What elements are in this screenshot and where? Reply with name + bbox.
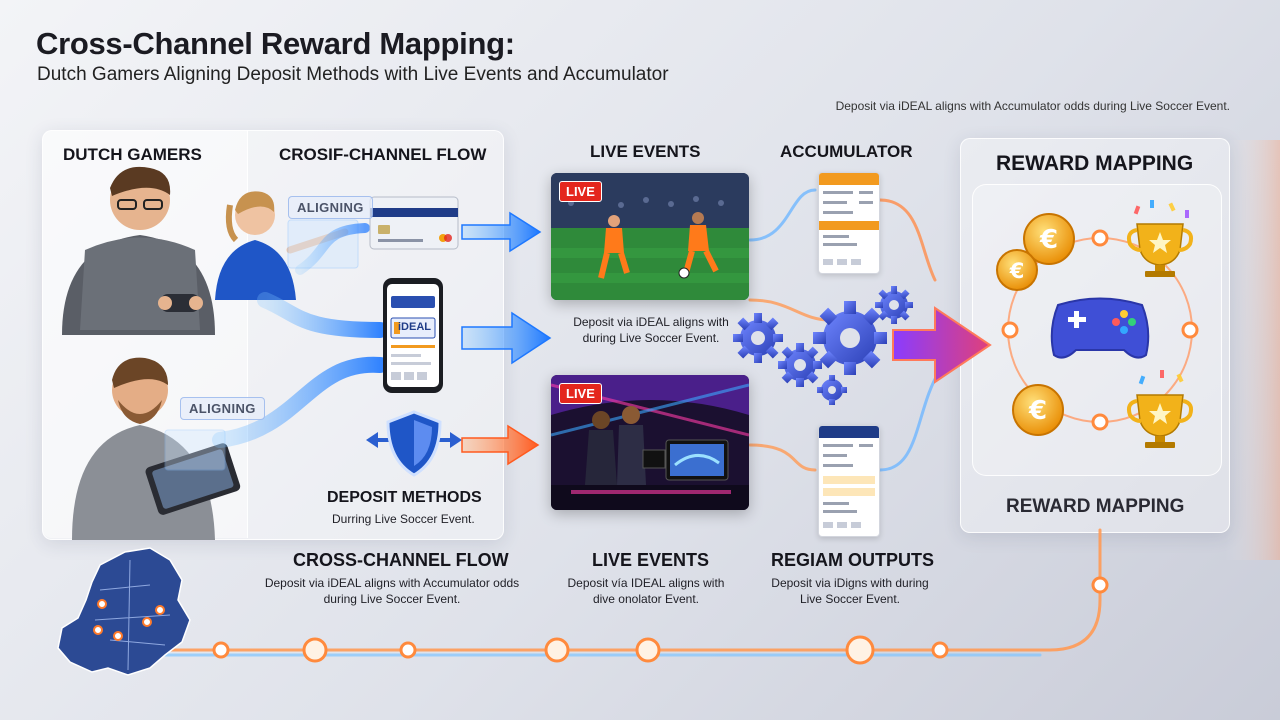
credit-card-icon (369, 196, 459, 250)
live-badge-2: LIVE (559, 383, 602, 404)
deposit-caption: Durring Live Soccer Event. (332, 512, 475, 526)
gear-icon (733, 286, 913, 405)
svg-text:€: € (1028, 396, 1047, 426)
gamers-label: DUTCH GAMERS (63, 145, 202, 164)
svg-text:€: € (1009, 259, 1025, 283)
euro-coin-icon: € € € (996, 213, 1075, 436)
gamepad-icon (1050, 297, 1150, 359)
live-badge-1: LIVE (559, 181, 602, 202)
gamer-person-3 (72, 357, 241, 540)
bottom-col2-title: LIVE EVENTS (592, 550, 710, 570)
accumulator-ticket-2 (818, 425, 880, 537)
bottom-col2-text: Deposit vía IDEAL aligns with dive onola… (567, 576, 725, 606)
timeline-nodes (212, 576, 1109, 665)
page-subtitle: Dutch Gamers Aligning Deposit Methods wi… (37, 64, 669, 85)
ideal-label: iDEAL (398, 321, 431, 333)
live-events-label: LIVE EVENTS (590, 142, 701, 161)
live-soccer-image: LIVE (551, 173, 749, 300)
bottom-col1-title: CROSS-CHANNEL FLOW (293, 550, 509, 570)
accumulator-label: ACCUMULATOR (780, 142, 913, 161)
deposit-methods-label: DEPOSIT METHODS (327, 489, 482, 506)
trophy-icon (1126, 223, 1194, 448)
reward-mapping-label-bottom: REWARD MAPPING (1006, 496, 1185, 517)
aligning-chip-2: ALIGNING (180, 397, 265, 420)
bottom-col1-text: Deposit via iDEAL aligns with Accumulato… (264, 576, 520, 606)
shield-icon (366, 410, 462, 477)
page-title: Cross-Channel Reward Mapping: (36, 26, 515, 61)
confetti (1133, 200, 1189, 385)
accumulator-ticket-1 (818, 172, 880, 274)
bottom-col3-text: Deposit via iDigns with during Live Socc… (771, 576, 929, 606)
netherlands-map-icon (57, 547, 191, 676)
reward-ring-nodes (1001, 229, 1199, 431)
svg-text:€: € (1039, 225, 1058, 255)
bottom-col3-title: REGIAM OUTPUTS (771, 550, 935, 570)
live-events-caption: Deposit via iDEAL aligns with during Liv… (573, 315, 729, 345)
gamer-person-1 (62, 166, 215, 335)
aligning-chip-1: ALIGNING (288, 196, 373, 219)
phone-icon (383, 278, 443, 393)
flow-arrows (461, 211, 552, 466)
reward-arrow (892, 306, 992, 384)
flow-label: CROSIF-CHANNEL FLOW (279, 145, 487, 164)
live-esports-image: LIVE (551, 375, 749, 510)
reward-mapping-label-top: REWARD MAPPING (996, 152, 1194, 175)
top-note: Deposit via iDEAL aligns with Accumulato… (835, 99, 1230, 113)
